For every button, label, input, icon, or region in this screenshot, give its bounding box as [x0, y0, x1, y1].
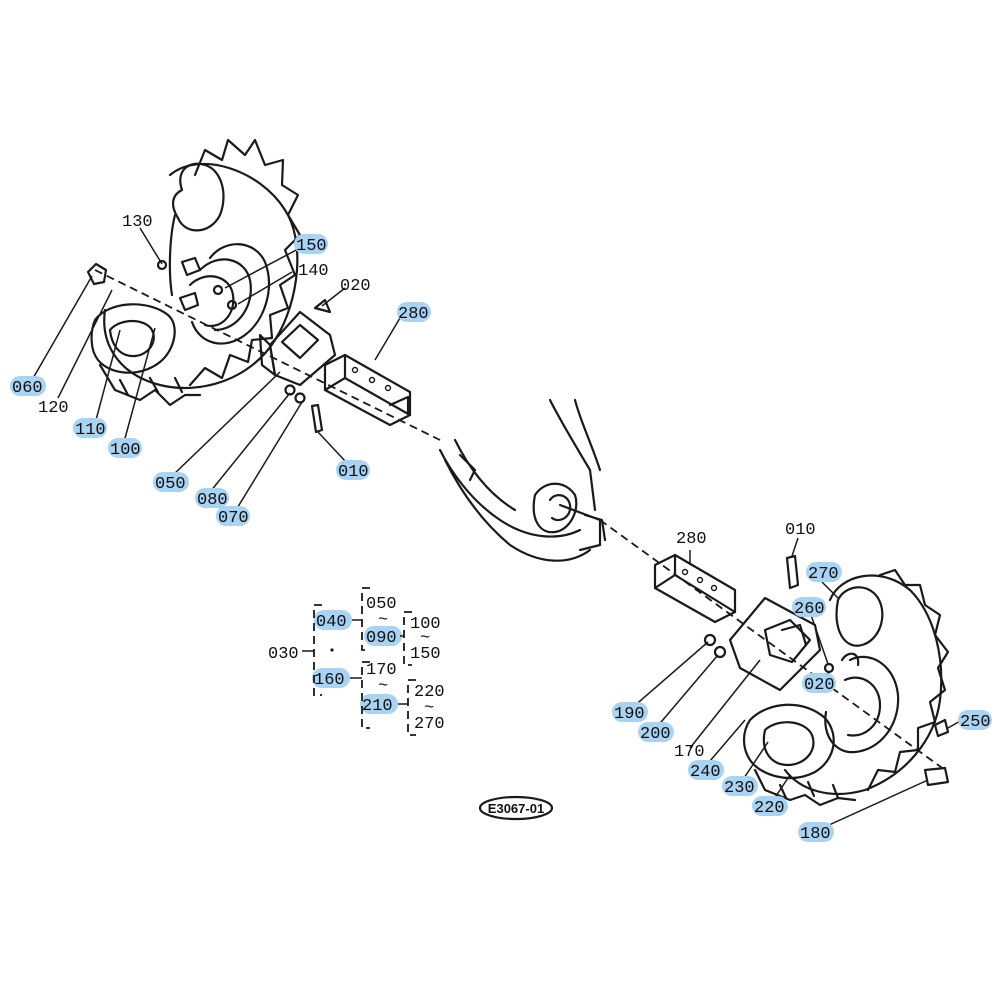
legend-270: 270: [414, 715, 445, 734]
callout-050: 050: [155, 475, 186, 494]
center-transmission-case: [438, 398, 607, 562]
left-hex-shaft: [323, 353, 412, 427]
callout-060: 060: [12, 379, 43, 398]
callout-010-left: 010: [338, 463, 369, 482]
legend-tilde-2: ~: [378, 677, 388, 696]
legend-090: 090: [366, 629, 397, 648]
left-tine-wheel: [90, 138, 302, 407]
right-tine-wheel: [742, 568, 950, 807]
left-wheel-fasteners: [86, 259, 332, 314]
right-flange: [703, 554, 835, 692]
callout-220: 220: [754, 799, 785, 818]
legend-210: 210: [362, 697, 393, 716]
legend-tilde-4: ~: [424, 699, 434, 718]
callout-230: 230: [724, 779, 755, 798]
legend-150: 150: [410, 645, 441, 664]
callout-highlights: [10, 234, 992, 842]
callout-190: 190: [614, 705, 645, 724]
left-flange: [258, 310, 337, 434]
callout-170: 170: [674, 743, 705, 762]
assembly-bracket-legend: 030 040 160 050 ~ 090 170 ~ 210 100 ~ 15…: [268, 587, 445, 736]
callout-140: 140: [298, 262, 329, 281]
callout-150: 150: [296, 237, 327, 256]
callout-100: 100: [110, 441, 141, 460]
callout-180: 180: [800, 825, 831, 844]
callout-260: 260: [794, 600, 825, 619]
callout-010-right: 010: [785, 521, 816, 540]
callout-270: 270: [808, 565, 839, 584]
callout-130: 130: [122, 213, 153, 232]
callout-020-left: 020: [340, 277, 371, 296]
callout-020-right: 020: [804, 676, 835, 695]
legend-040: 040: [316, 613, 347, 632]
callout-120: 120: [38, 399, 69, 418]
legend-030: 030: [268, 645, 299, 664]
legend-050: 050: [366, 595, 397, 614]
legend-170: 170: [366, 661, 397, 680]
callout-250: 250: [960, 713, 991, 732]
callout-labels: 130 150 140 020 280 060 120 110 100 050 …: [12, 213, 991, 844]
callout-280-left: 280: [398, 305, 429, 324]
callout-200: 200: [640, 725, 671, 744]
callout-110: 110: [75, 421, 106, 440]
legend-220: 220: [414, 683, 445, 702]
legend-tilde-3: ~: [420, 629, 430, 648]
callout-070: 070: [218, 509, 249, 528]
callout-leaders: [31, 227, 963, 831]
right-hex-shaft: [653, 553, 737, 624]
callout-280-right: 280: [676, 530, 707, 549]
axle-centerline: [94, 269, 946, 771]
legend-160: 160: [314, 671, 345, 690]
legend-100: 100: [410, 615, 441, 634]
callout-080: 080: [197, 491, 228, 510]
legend-tilde-1: ~: [378, 611, 388, 630]
drawing-reference: E3067-01: [478, 795, 554, 821]
callout-240: 240: [690, 763, 721, 782]
drawing-reference-code: E3067-01: [488, 801, 544, 816]
